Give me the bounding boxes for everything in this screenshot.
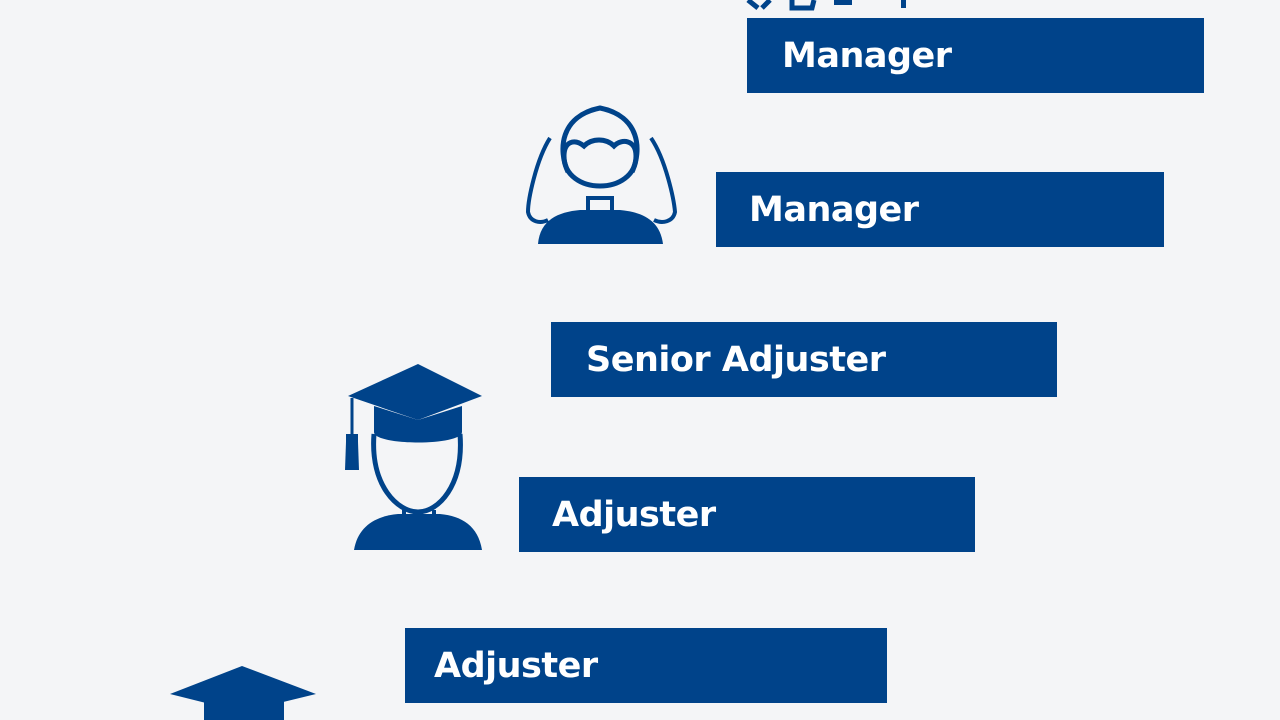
step-bar-adjuster-bottom: Adjuster xyxy=(405,628,887,703)
step-bar-manager-top: Manager xyxy=(747,18,1204,93)
step-bar-adjuster: Adjuster xyxy=(519,477,975,552)
step-label: Adjuster xyxy=(434,645,598,686)
step-bar-senior-adjuster: Senior Adjuster xyxy=(551,322,1057,397)
step-label: Senior Adjuster xyxy=(586,339,886,380)
step-label: Manager xyxy=(749,189,919,230)
step-bar-manager: Manager xyxy=(716,172,1164,247)
graduation-cap-icon-partial xyxy=(170,664,320,720)
step-label: Manager xyxy=(782,35,952,76)
step-label: Adjuster xyxy=(552,494,716,535)
woman-icon xyxy=(518,100,683,246)
person-icon-top-partial xyxy=(740,0,920,12)
graduate-icon xyxy=(340,362,486,552)
